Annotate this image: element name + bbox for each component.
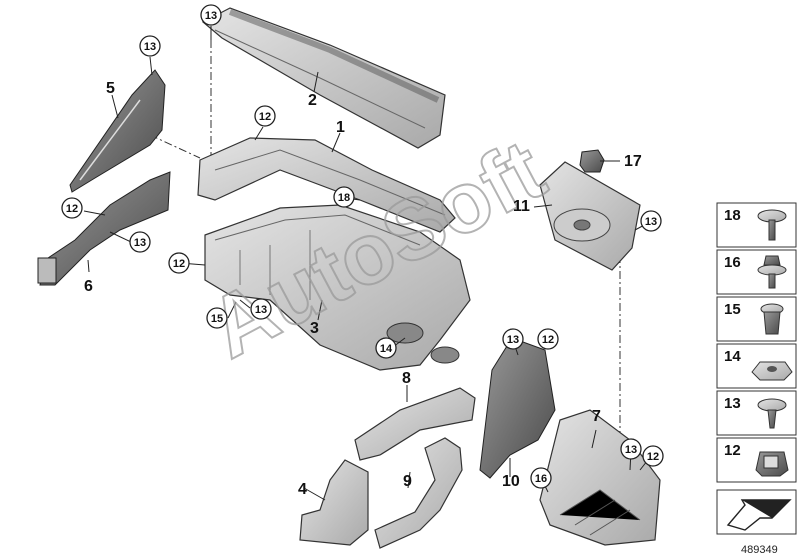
callout-2: 2 [308,92,317,109]
circle-callout: 14 [375,337,397,359]
document-number: 489349 [741,544,778,556]
part-1-side-rail[interactable] [197,137,456,233]
circle-callout: 16 [530,467,552,489]
part-3-wheel-arch-panel[interactable] [204,204,471,371]
circle-callout: 15 [206,307,228,329]
svg-text:13: 13 [255,304,267,316]
assembly-lines [149,40,621,445]
legend-label: 13 [724,395,741,412]
callout-4: 4 [298,481,307,498]
callout-1: 1 [336,119,345,136]
circle-callout: 13 [640,210,662,232]
legend-item-15[interactable]: 15 [716,296,797,342]
legend-label: 16 [724,254,741,271]
part-6-panel[interactable] [37,171,171,286]
direction-arrow-icon [726,499,792,531]
part-callouts: 2 1 5 6 3 11 17 7 8 9 4 10 [84,80,642,498]
svg-text:13: 13 [507,334,519,346]
callout-17: 17 [624,153,642,170]
circle-callout: 13 [502,328,524,350]
screw-18-icon [757,209,787,241]
part-2-crossmember[interactable] [201,7,446,149]
svg-text:13: 13 [625,444,637,456]
circle-callout: 13 [620,438,642,460]
svg-text:12: 12 [173,258,185,270]
svg-text:12: 12 [647,451,659,463]
svg-text:13: 13 [645,216,657,228]
circle-callout: 13 [250,298,272,320]
callout-9: 9 [403,473,412,490]
legend-item-18[interactable]: 18 [716,202,797,248]
expanding-nut-15-icon [760,303,784,335]
svg-text:16: 16 [535,473,547,485]
circle-callout: 12 [642,445,664,467]
part-4-block[interactable] [299,459,369,546]
legend-label: 18 [724,207,741,224]
circle-callout: 12 [537,328,559,350]
svg-text:18: 18 [338,192,350,204]
callout-8: 8 [402,370,411,387]
svg-text:13: 13 [134,237,146,249]
callout-7: 7 [592,408,601,425]
legend-item-14[interactable]: 14 [716,343,797,389]
part-8-strut[interactable] [354,387,476,461]
legend-item-12[interactable]: 12 [716,437,797,483]
circle-callout: 12 [254,105,276,127]
circle-callout: 13 [139,35,161,57]
part-5-bracket[interactable] [69,69,166,193]
callout-10: 10 [502,473,520,490]
part-10-cover[interactable] [479,337,556,479]
circle-callouts: 13 13 12 12 13 18 12 13 15 14 13 12 13 1… [61,4,664,489]
clip-nut-14-icon [751,361,793,381]
legend-label: 14 [724,348,741,365]
part-17-nut[interactable] [579,149,605,173]
callout-3: 3 [310,320,319,337]
part-9-duct[interactable] [374,437,463,549]
flange-screw-16-icon [757,255,787,289]
circle-callout: 12 [168,252,190,274]
legend-label: 15 [724,301,741,318]
callout-6: 6 [84,278,93,295]
clip-12-icon [755,451,789,477]
svg-text:12: 12 [66,203,78,215]
direction-arrow-box [716,489,797,535]
fastener-legend: 18 16 15 14 [716,202,797,535]
part-11-plate[interactable] [539,161,641,271]
screw-13-icon [757,398,787,429]
legend-item-16[interactable]: 16 [716,249,797,295]
svg-text:13: 13 [144,41,156,53]
legend-label: 12 [724,442,741,459]
circle-callout: 12 [61,197,83,219]
svg-text:13: 13 [205,10,217,22]
circle-callout: 13 [129,231,151,253]
circle-callout: 18 [333,186,355,208]
svg-text:14: 14 [380,343,393,355]
svg-text:12: 12 [542,334,554,346]
svg-text:15: 15 [211,313,223,325]
part-7-bracket[interactable] [539,409,661,546]
svg-text:12: 12 [259,111,271,123]
legend-item-13[interactable]: 13 [716,390,797,436]
callout-11: 11 [513,198,530,215]
callout-5: 5 [106,80,115,97]
circle-callout: 13 [200,4,222,26]
